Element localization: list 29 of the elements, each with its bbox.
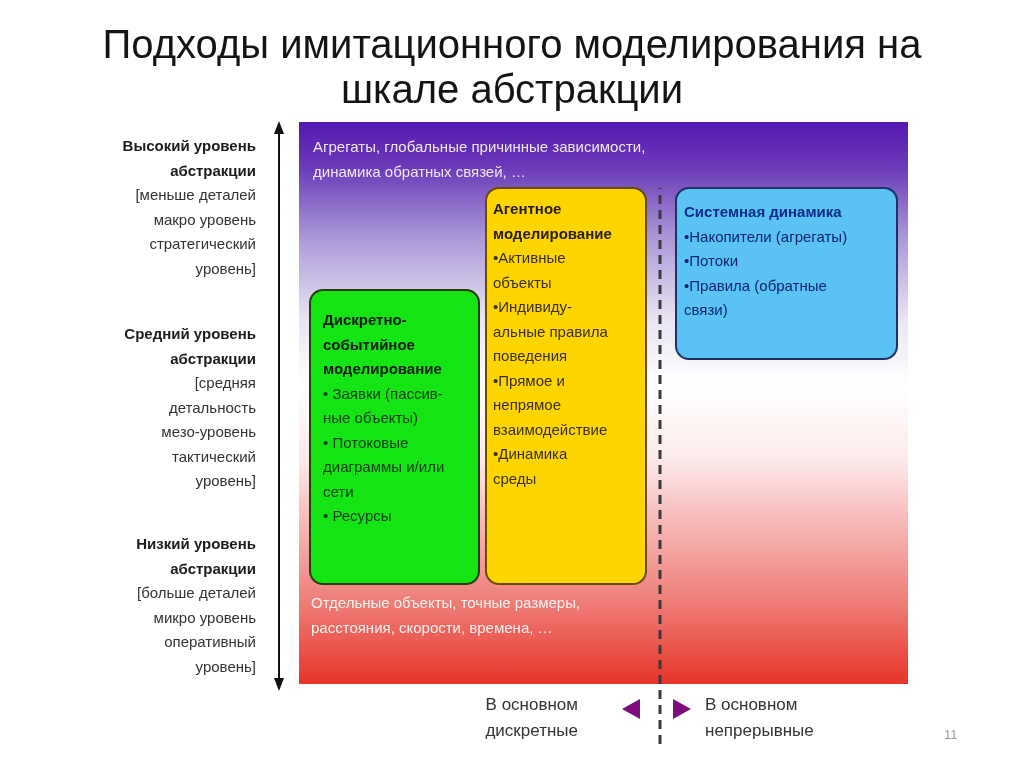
axis-level-note: [средняя детальность мезо-уровень тактический уровень] (160, 373, 256, 491)
bullet-item: • Потоковые диаграммы и/или сети (323, 432, 446, 502)
box-heading: Системная динамика (684, 202, 843, 222)
bullet-item: •Активные объекты (493, 248, 567, 293)
bullet-item: • Ресурсы (323, 506, 393, 526)
bullet-item: •Правила (обратные связи) (684, 275, 828, 320)
scale-end-label: В основном непрерывные (705, 694, 815, 742)
rounded-box (309, 289, 480, 585)
rounded-box (675, 187, 898, 360)
bullet-item: •Динамика среды (493, 444, 569, 489)
axis-level-label: Высокий уровень абстракции (121, 136, 256, 181)
axis-level-note: [больше деталей микро уровень оперативный уровень] (136, 583, 256, 677)
page-number: 11 (944, 727, 959, 743)
rounded-box (485, 187, 647, 585)
gradient-panel (299, 122, 908, 684)
bullet-item: •Прямое и непрямое взаимодействие (493, 370, 609, 440)
bullet-item: •Накопители (агрегаты) (684, 226, 849, 247)
panel-note: Агрегаты, глобальные причинные зависимости, динамика обратных связей, … (313, 137, 647, 182)
panel-note: Отдельные объекты, точные размеры, расстояния, скорости, времена, … (311, 593, 582, 638)
bullet-item: •Индивиду-альные правила поведения (493, 297, 609, 366)
bullet-item: • Заявки (пассив-ные объекты) (323, 383, 444, 428)
slide-title: Подходы имитационного моделирования на шкале абстракции (101, 22, 923, 112)
bullet-item: •Потоки (684, 251, 740, 271)
axis-level-label: Низкий уровень абстракции (135, 534, 256, 579)
axis-level-label: Средний уровень абстракции (123, 324, 256, 369)
axis-level-note: [меньше деталей макро уровень стратегический уровень] (134, 185, 256, 279)
box-heading: Агентное моделирование (493, 199, 613, 244)
box-heading: Дискретно-событийное моделирование (323, 310, 443, 379)
scale-end-label: В основном дискретные (484, 694, 578, 742)
